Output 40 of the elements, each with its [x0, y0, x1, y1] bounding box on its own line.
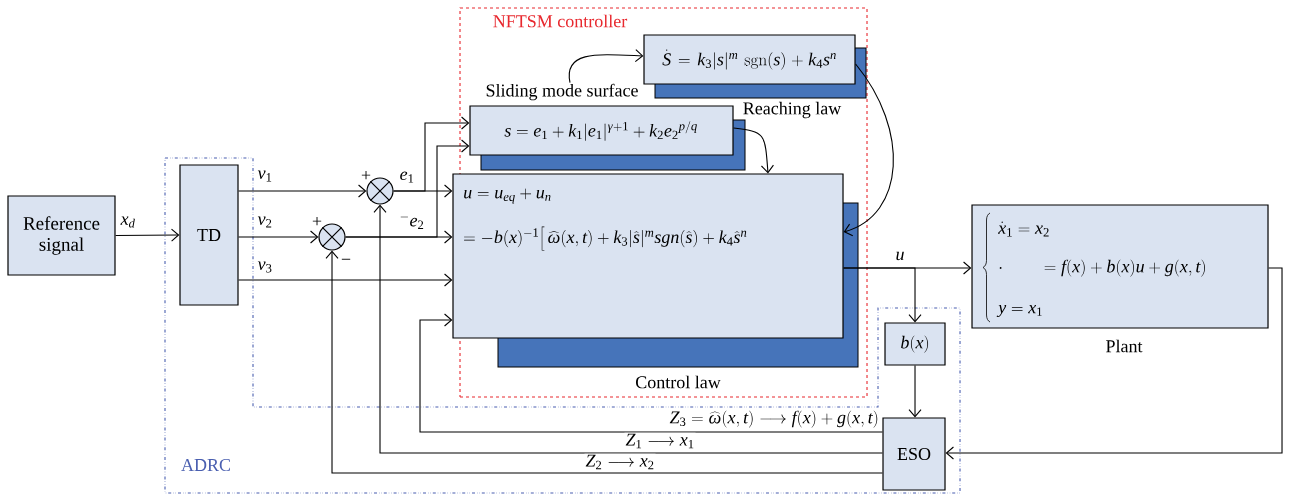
arrow: [843, 267, 922, 323]
arrow: [238, 230, 319, 244]
signal-label: $v_3$: [256, 260, 274, 274]
frame-title: ADRC: [181, 458, 230, 472]
arrow: [419, 313, 883, 433]
arrow: [945, 267, 1283, 460]
summing-junction: [318, 223, 346, 251]
process-box: $b(x)$: [884, 322, 946, 366]
sign-label: −: [341, 258, 351, 260]
equation: $y = x_1$: [996, 304, 1042, 318]
sign-label: +: [361, 170, 371, 180]
signal-label: $e_1$: [398, 170, 416, 184]
equation: $\cdot\qquad = f(x) + b(x)u + g(x,t)$: [999, 259, 1205, 277]
process-box: ESO: [882, 417, 946, 491]
arrow: [238, 184, 367, 198]
signal-label: $v_1$: [256, 169, 274, 183]
curved-arrow: [733, 127, 774, 174]
box-heading: Sliding mode surface: [486, 83, 638, 101]
arrow: [115, 228, 180, 242]
signal-label: $u$: [894, 250, 906, 262]
equation-box: $\dot{S} = k_3|s|^m\ \mathrm{sgn}(s) + k_4s^n$: [643, 34, 867, 99]
arrow: [908, 365, 922, 418]
node-label: Plant: [1106, 339, 1143, 353]
signal-label: $x_d$: [119, 215, 137, 229]
curved-arrow: [843, 63, 894, 237]
node-label: Reaching law: [743, 101, 842, 119]
arrow: [345, 139, 470, 238]
sign-label: +: [312, 216, 322, 226]
arrow: [238, 273, 453, 287]
signal-label: ${}^{-}e_2$: [398, 212, 426, 230]
frame-title: NFTSM controller: [493, 14, 628, 28]
node-label: Control law: [636, 375, 721, 389]
process-box: Reference signal: [7, 195, 116, 276]
process-box: TD: [179, 164, 239, 306]
curved-arrow: [568, 49, 644, 84]
equation: $\dot{x}_1 = x_2$: [998, 221, 1049, 237]
summing-junction: [366, 177, 394, 205]
signal-label: $Z_3 = \widehat{\omega}(x,t) \longrightarrow f(x) + g(x,t)$: [668, 409, 880, 429]
arrow: [393, 116, 470, 192]
signal-label: $v_2$: [256, 215, 274, 229]
